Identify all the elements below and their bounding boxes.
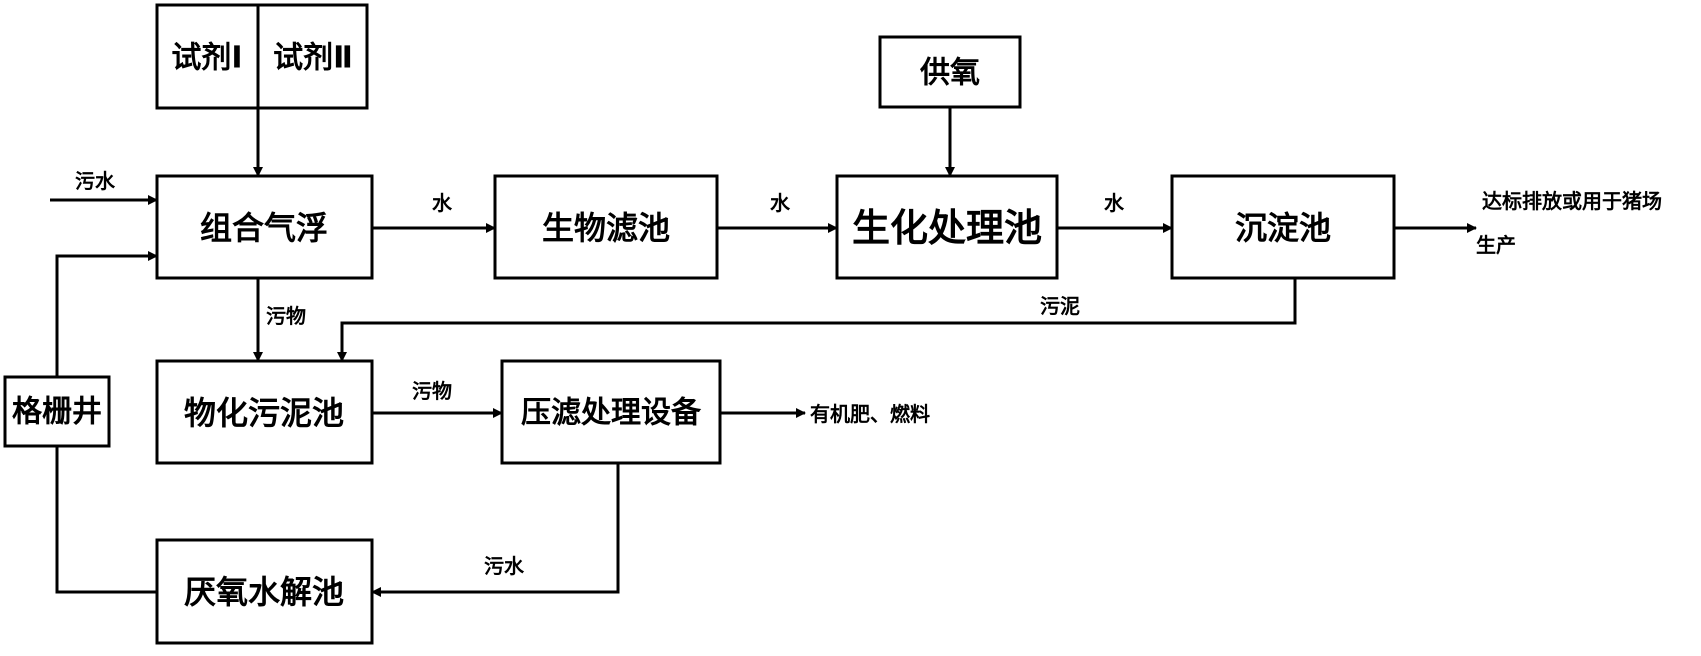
filter-to-hydrolysis-arrow	[371, 463, 620, 597]
discharge-output-label-line1: 达标排放或用于猪场	[1482, 189, 1662, 213]
reagent-box	[155, 3, 369, 110]
reagent-2-text: 试剂Ⅱ	[273, 41, 353, 76]
sedimentation-box	[1170, 174, 1396, 280]
oxygen-supply-box	[878, 35, 1022, 109]
sludge-return-arrow	[337, 278, 1297, 362]
filter-press-text: 压滤处理设备	[521, 396, 702, 431]
sludge-return-label: 污泥	[1040, 294, 1080, 318]
grid-well-text: 格栅井	[12, 395, 102, 430]
discharge-output-label-line2: 生产	[1476, 233, 1516, 257]
sewage-return-label: 污水	[484, 554, 525, 578]
flotation-box	[155, 174, 374, 280]
biochem-pool-text: 生化处理池	[852, 206, 1042, 250]
pollutant-down-label: 污物	[266, 304, 306, 328]
grid-well-to-flotation-arrow	[55, 251, 158, 377]
sewage-inlet-label: 污水	[75, 169, 116, 193]
reagent-1-text: 试剂Ⅰ	[171, 41, 242, 76]
sedimentation-text: 沉淀池	[1235, 209, 1331, 247]
water-label-3: 水	[1104, 191, 1125, 215]
pollutant-right-label: 污物	[412, 379, 452, 403]
grid-well-box	[3, 375, 111, 448]
water-label-1: 水	[432, 191, 453, 215]
water-label-2: 水	[770, 191, 791, 215]
fertilizer-fuel-output-label: 有机肥、燃料	[810, 402, 930, 426]
sludge-pool-text: 物化污泥池	[184, 394, 344, 432]
hydrolysis-pool-text: 厌氧水解池	[184, 573, 344, 611]
flotation-text: 组合气浮	[200, 209, 328, 247]
hydrolysis-to-grid-well-line	[55, 446, 157, 594]
biofilter-text: 生物滤池	[542, 209, 670, 247]
oxygen-supply-text: 供氧	[919, 56, 980, 91]
hydrolysis-pool-box	[155, 538, 374, 645]
